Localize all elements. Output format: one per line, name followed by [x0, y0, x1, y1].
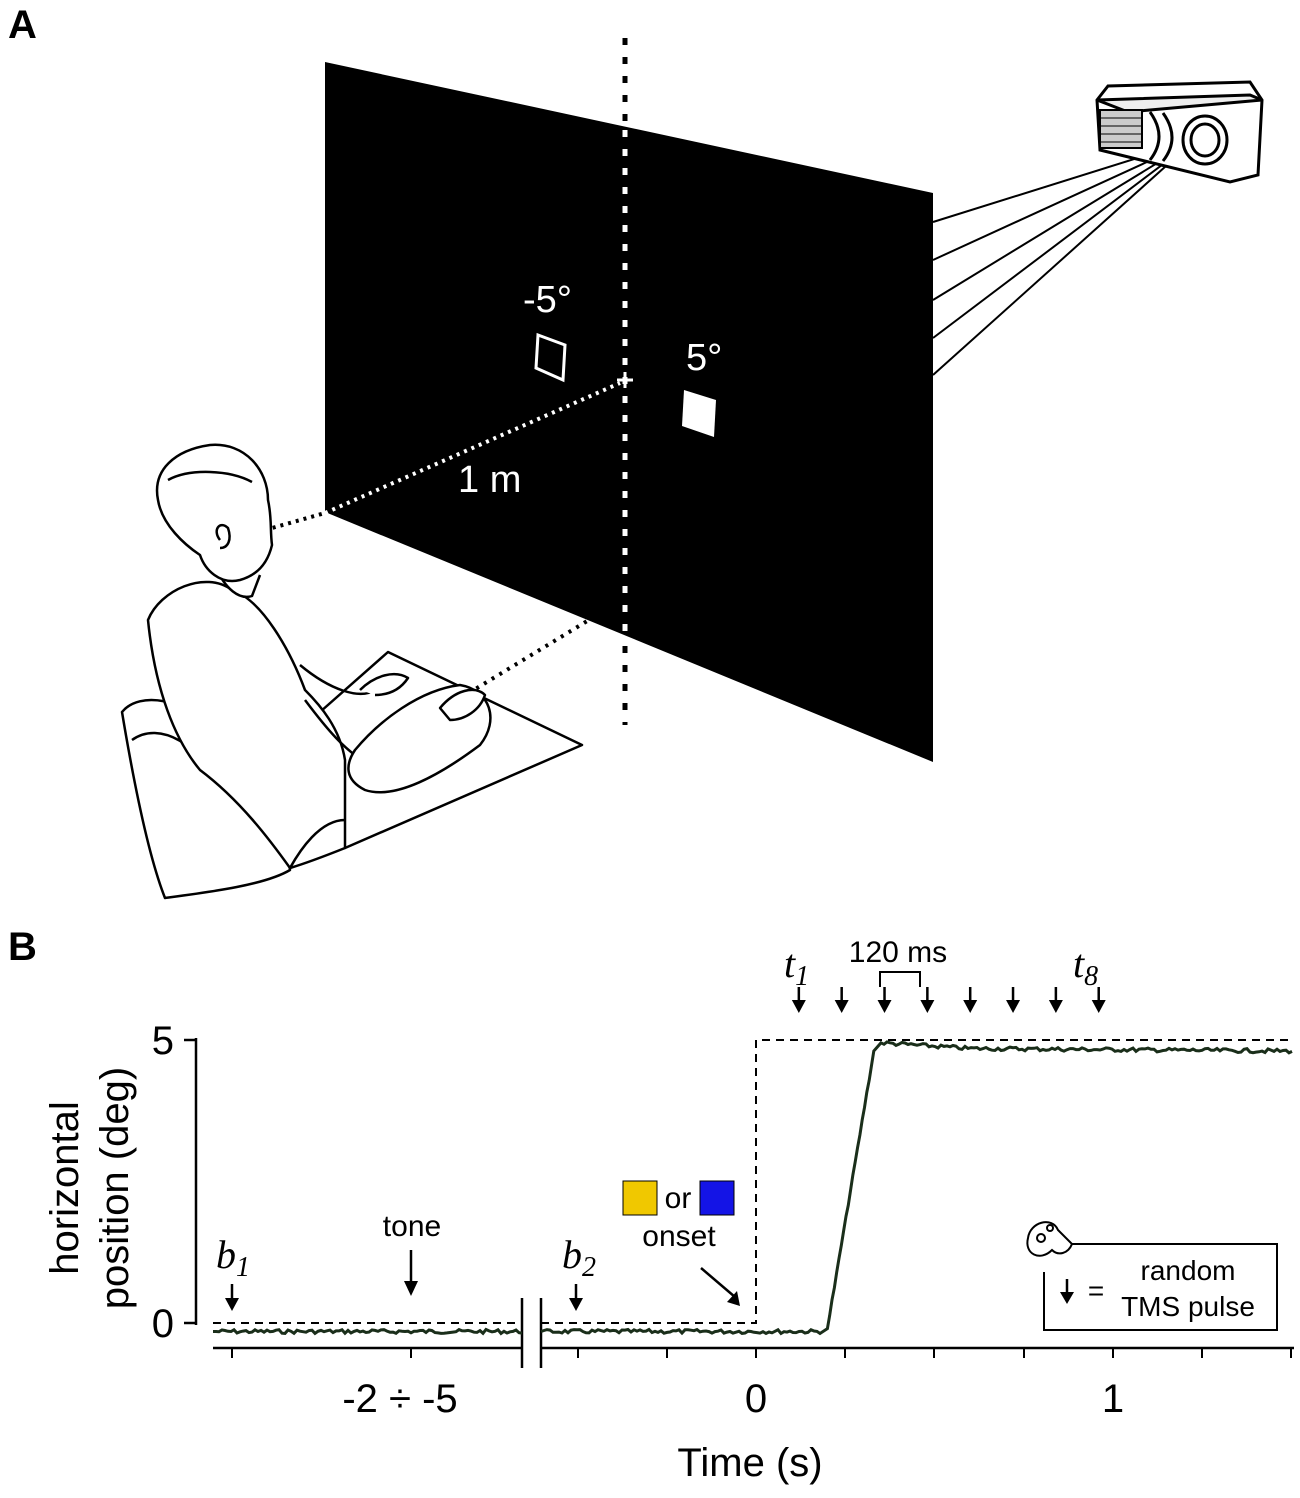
x-tick-label: 1 — [1102, 1377, 1124, 1421]
x-tick-label: 0 — [745, 1377, 767, 1421]
left-target — [534, 332, 567, 383]
tms-pulse-arrow — [1091, 987, 1106, 1013]
onset-label: onset — [642, 1220, 716, 1253]
b1-label: b1 — [216, 1232, 250, 1283]
legend-line1: random — [1141, 1255, 1236, 1286]
t8-label: t8 — [1073, 941, 1098, 992]
y-axis-label-line1: horizontal — [43, 1101, 87, 1274]
tms-pulse-arrow — [1006, 987, 1021, 1013]
right-target — [682, 390, 716, 437]
y-tick-label: 0 — [152, 1302, 174, 1346]
x-axis-label: Time (s) — [677, 1441, 822, 1485]
tone-label: tone — [383, 1210, 441, 1243]
projector-icon — [1095, 80, 1264, 184]
eye-position-trace — [212, 1040, 1293, 1336]
tms-pulse-arrow — [1048, 987, 1063, 1013]
x-axis-ticks — [231, 1348, 1292, 1358]
tms-pulse-arrows — [791, 987, 1106, 1013]
yellow-stimulus-swatch — [622, 1180, 658, 1216]
b2-arrow — [569, 1284, 583, 1311]
tone-arrow — [404, 1250, 418, 1296]
legend-line2: TMS pulse — [1121, 1291, 1255, 1322]
trace-pre-break — [212, 1327, 523, 1336]
b1-arrow — [225, 1284, 239, 1311]
projector-beams — [932, 139, 1196, 376]
interval-label: 120 ms — [849, 936, 947, 969]
blue-stimulus-swatch — [699, 1180, 735, 1216]
gaze-line-on-screen — [324, 381, 621, 515]
panel-a-label: A — [8, 3, 37, 47]
tms-coil-icon — [1026, 1221, 1074, 1257]
interval-bracket — [879, 971, 921, 987]
target-step-post-break — [541, 1039, 1294, 1324]
gaze-line — [264, 511, 326, 532]
distance-label: 1 m — [458, 459, 521, 501]
tms-pulse-arrow — [920, 987, 935, 1013]
x-tick-label: -2 ÷ -5 — [342, 1377, 457, 1421]
fixation-cross — [617, 372, 633, 388]
hand-line — [360, 596, 627, 760]
legend-equals: = — [1088, 1275, 1104, 1306]
tms-pulse-arrow — [791, 987, 806, 1013]
left-target-label: -5° — [523, 279, 572, 321]
panel-b-label: B — [8, 925, 37, 969]
legend-box: = random TMS pulse — [1026, 1221, 1278, 1331]
target-step-line — [213, 1039, 1294, 1324]
seated-person-drawing — [120, 443, 584, 900]
tms-pulse-arrow — [963, 987, 978, 1013]
right-target-label: 5° — [686, 337, 722, 379]
trace-post-break — [540, 1040, 1293, 1336]
onset-arrow — [700, 1267, 740, 1306]
y-axis-label-line2: position (deg) — [93, 1067, 137, 1309]
projection-screen — [325, 62, 933, 762]
y-axis — [184, 1038, 198, 1325]
or-label: or — [665, 1182, 692, 1215]
t1-label: t1 — [784, 941, 809, 992]
tms-pulse-arrow — [834, 987, 849, 1013]
tms-pulse-arrow — [877, 987, 892, 1013]
y-tick-label: 5 — [152, 1019, 174, 1063]
b2-label: b2 — [562, 1232, 596, 1283]
